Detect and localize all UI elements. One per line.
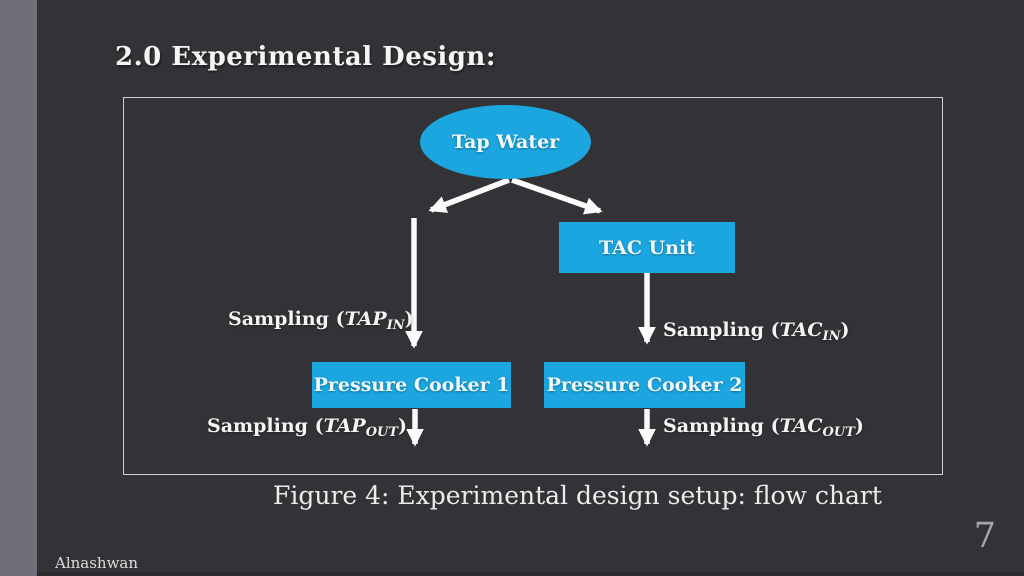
label-sampling-tac-in: Sampling (TACIN) (663, 319, 850, 344)
node-tap-water-label: Tap Water (451, 131, 560, 153)
node-pressure-cooker-1: Pressure Cooker 1 (312, 362, 511, 408)
left-accent-bar (0, 0, 37, 576)
label-text: Sampling ( (663, 415, 780, 437)
label-variable: TAP (323, 415, 366, 437)
slide-title: 2.0 Experimental Design: (115, 42, 496, 72)
label-subscript: OUT (822, 425, 855, 440)
label-subscript: IN (822, 329, 841, 344)
node-pressure-cooker-2: Pressure Cooker 2 (544, 362, 745, 408)
label-text: ) (398, 415, 408, 437)
label-text: ) (854, 415, 864, 437)
label-variable: TAP (344, 308, 387, 330)
label-text: ) (404, 308, 414, 330)
node-tac-unit: TAC Unit (559, 222, 735, 273)
figure-caption: Figure 4: Experimental design setup: flo… (273, 481, 882, 510)
author-footer: Alnashwan (55, 554, 139, 572)
label-sampling-tac-out: Sampling (TACOUT) (663, 415, 864, 440)
node-pressure-cooker-1-label: Pressure Cooker 1 (313, 374, 510, 396)
label-sampling-tap-out: Sampling (TAPOUT) (207, 415, 408, 440)
label-subscript: IN (386, 318, 405, 333)
label-text: Sampling ( (207, 415, 324, 437)
label-sampling-tap-in: Sampling (TAPIN) (228, 308, 414, 333)
label-text: Sampling ( (228, 308, 345, 330)
label-variable: TAC (779, 319, 823, 341)
label-text: ) (840, 319, 850, 341)
slide-bottom-edge (37, 572, 1024, 576)
node-pressure-cooker-2-label: Pressure Cooker 2 (546, 374, 743, 396)
label-text: Sampling ( (663, 319, 780, 341)
page-number: 7 (973, 516, 996, 556)
label-variable: TAC (779, 415, 823, 437)
node-tap-water: Tap Water (420, 105, 591, 179)
label-subscript: OUT (365, 425, 399, 440)
flowchart-frame (123, 97, 943, 475)
node-tac-unit-label: TAC Unit (599, 236, 695, 259)
